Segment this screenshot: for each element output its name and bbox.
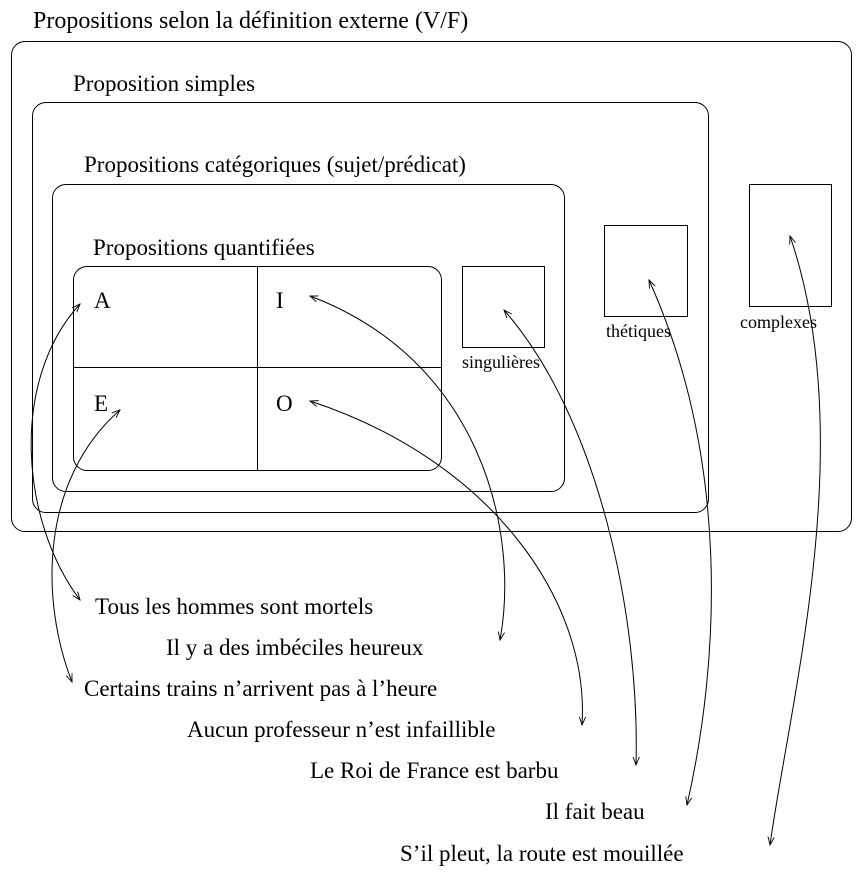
title-propositions-simples: Proposition simples [73,71,256,96]
quadrant-divider-horizontal [73,367,442,368]
title-definition-externe: Propositions selon la définition externe… [33,8,469,34]
example-il-fait-beau: Il fait beau [545,799,645,824]
quadrant-label-o: O [276,391,293,416]
arrow-i-imbeciles-heureux [310,296,506,640]
example-roi-de-france: Le Roi de France est barbu [310,758,559,783]
arrow-complexes-sil-pleut [770,236,821,845]
example-tous-les-hommes: Tous les hommes sont mortels [95,594,374,619]
arrow-e-certains-trains [51,410,120,682]
box-thetiques [604,225,688,317]
quadrant-divider-vertical [257,266,258,471]
arrow-o-aucun-professeur [310,401,582,725]
arrow-a-tous-les-hommes [30,304,80,600]
example-sil-pleut: S’il pleut, la route est mouillée [400,841,684,866]
quadrant-label-a: A [94,288,111,313]
title-propositions-categoriques: Propositions catégoriques (sujet/prédica… [84,152,466,177]
arrow-singulieres-roi-de-france [504,310,636,765]
arrow-thetiques-il-fait-beau [649,280,712,805]
quadrant-label-i: I [276,288,284,313]
title-propositions-quantifiees: Propositions quantifiées [93,235,315,260]
